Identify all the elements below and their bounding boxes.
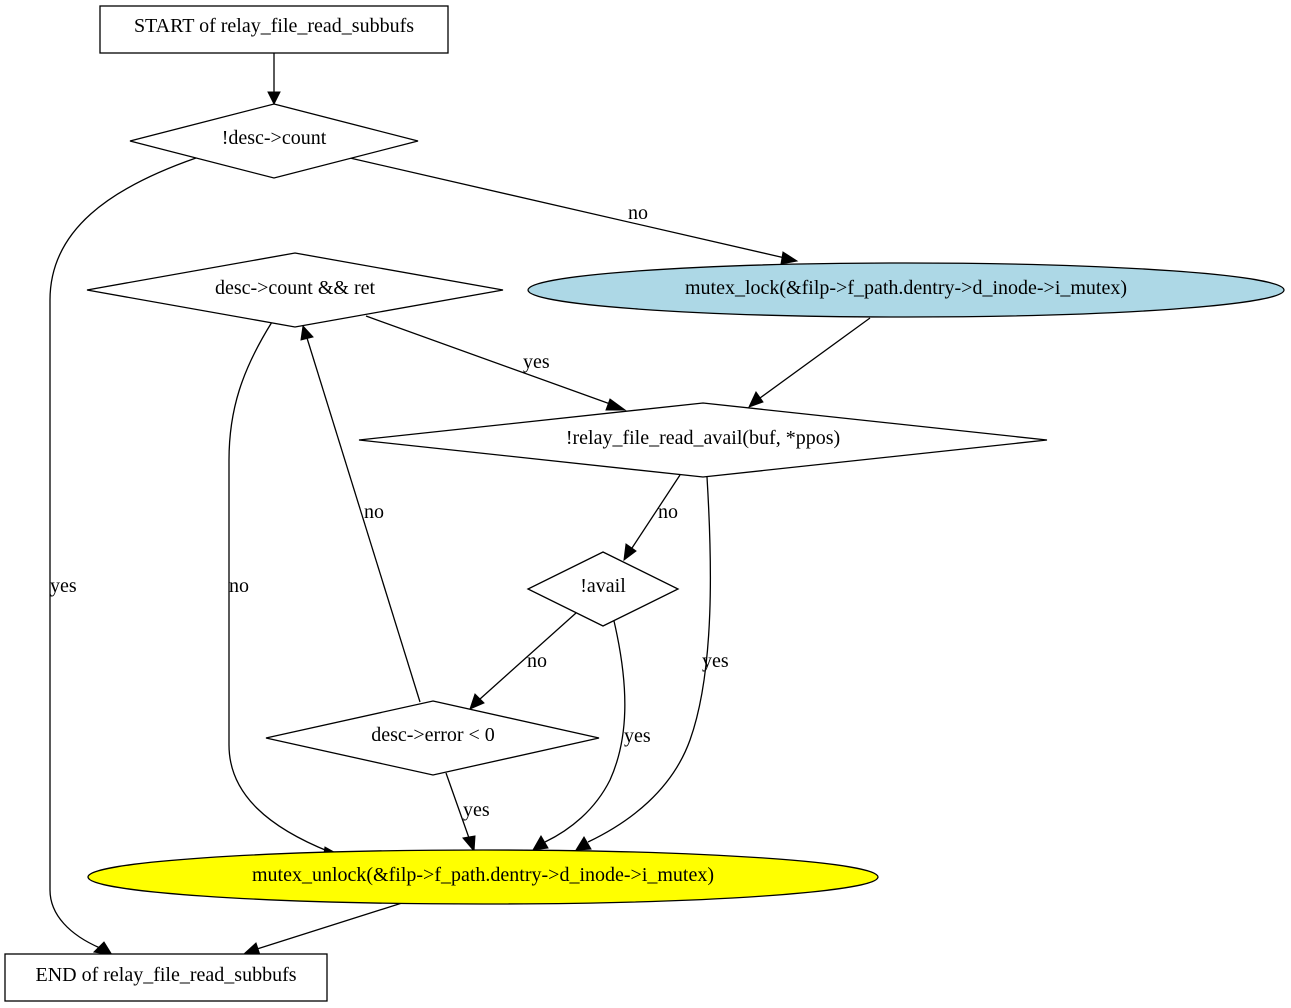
node-cond-relay-avail: !relay_file_read_avail(buf, *ppos) <box>358 402 1048 478</box>
node-mutex-unlock-label: mutex_unlock(&filp->f_path.dentry->d_ino… <box>252 864 714 886</box>
arrowhead <box>748 391 764 408</box>
edge-avail-no <box>479 612 577 700</box>
arrowhead <box>605 398 627 411</box>
edge-label-countret-yes: yes <box>523 351 550 373</box>
arrowhead <box>462 835 476 853</box>
node-cond-error: desc->error < 0 <box>265 700 600 776</box>
edge-error-no <box>306 337 421 703</box>
edge-avail-yes <box>544 620 626 843</box>
arrowhead <box>267 91 281 106</box>
arrowhead <box>780 251 799 265</box>
node-cond-error-label: desc->error < 0 <box>371 724 495 746</box>
node-cond-avail-label: !avail <box>580 575 626 597</box>
node-mutex-lock-label: mutex_lock(&filp->f_path.dentry->d_inode… <box>685 277 1127 299</box>
node-cond-count-ret: desc->count && ret <box>86 252 504 328</box>
node-end-label: END of relay_file_read_subbufs <box>35 964 296 986</box>
node-cond-relay-avail-label: !relay_file_read_avail(buf, *ppos) <box>566 427 840 449</box>
edge-label-error-no: no <box>364 501 384 523</box>
edge-label-count-no: no <box>628 202 648 224</box>
edge-label-avail-yes: yes <box>624 725 651 747</box>
edge-countret-no <box>228 321 331 853</box>
arrowhead <box>469 693 485 710</box>
edge-count-yes <box>49 157 197 949</box>
arrowhead <box>92 941 114 956</box>
edge-label-count-yes: yes <box>50 575 77 597</box>
edge-label-countret-no: no <box>229 575 249 597</box>
arrowhead <box>300 324 314 341</box>
edge-relay-no <box>631 474 681 549</box>
edge-label-avail-no: no <box>527 650 547 672</box>
arrowhead <box>243 942 261 956</box>
edge-count-no <box>349 157 786 259</box>
edge-unlock-to-end <box>256 902 403 950</box>
edge-countret-yes <box>365 315 614 406</box>
edge-relay-yes <box>587 476 712 843</box>
node-cond-avail: !avail <box>526 551 680 627</box>
edge-lock-to-relay <box>759 317 871 399</box>
arrowhead <box>623 543 637 562</box>
node-cond-desc-count-label: !desc->count <box>222 127 327 149</box>
arrowhead <box>532 835 549 851</box>
edge-error-yes <box>445 772 470 839</box>
edge-label-relay-no: no <box>658 501 678 523</box>
node-cond-desc-count: !desc->count <box>129 103 419 179</box>
node-start: START of relay_file_read_subbufs <box>99 5 449 54</box>
node-cond-count-ret-label: desc->count && ret <box>215 277 376 299</box>
arrowhead <box>575 836 592 851</box>
node-end: END of relay_file_read_subbufs <box>4 953 328 1002</box>
edge-label-error-yes: yes <box>463 799 490 821</box>
node-mutex-unlock: mutex_unlock(&filp->f_path.dentry->d_ino… <box>87 849 879 905</box>
edge-label-relay-yes: yes <box>702 650 729 672</box>
node-start-label: START of relay_file_read_subbufs <box>134 15 414 37</box>
node-mutex-lock: mutex_lock(&filp->f_path.dentry->d_inode… <box>527 262 1285 318</box>
